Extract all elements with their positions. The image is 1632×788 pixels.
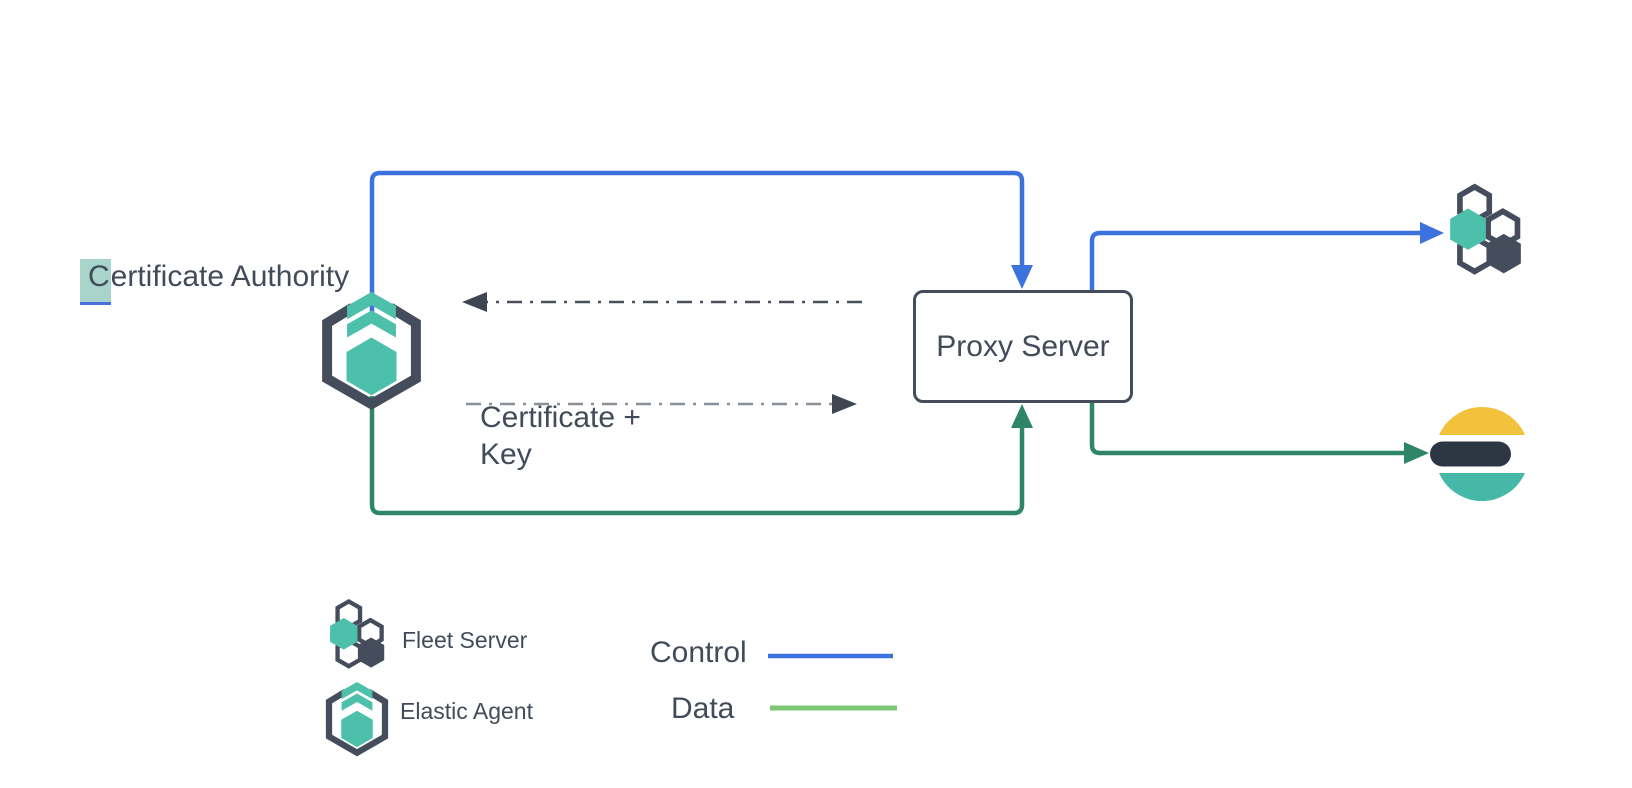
- arrowhead-right-icon: [1404, 442, 1429, 464]
- proxy-server-label: Proxy Server: [936, 329, 1110, 363]
- certificate-key-line1: Certificate +: [480, 401, 641, 434]
- hexagon-bracket-outline: [325, 689, 389, 757]
- certificate-authority-text: ertificate Authority: [110, 260, 350, 293]
- chevron-up-icon: [347, 292, 396, 320]
- certificate-key-line2: Key: [480, 438, 532, 471]
- chevron-up-icon: [341, 693, 373, 711]
- elastic-agent-icon[interactable]: [322, 292, 421, 410]
- arrowhead-down-icon: [1011, 265, 1033, 289]
- legend-fleet-server-label[interactable]: Fleet Server: [402, 627, 528, 653]
- es-top-segment: [1439, 406, 1525, 435]
- hexagon-core: [346, 337, 397, 396]
- hexagon-bracket-outline: [322, 303, 421, 410]
- control-edge-line: [1089, 230, 1421, 291]
- certificate-edge-proxy-to-agent[interactable]: [462, 292, 862, 312]
- legend-control-label[interactable]: Control: [650, 636, 747, 669]
- chevron-up-icon: [347, 310, 396, 338]
- legend-elastic-agent-label[interactable]: Elastic Agent: [400, 698, 533, 724]
- es-bottom-segment: [1439, 473, 1525, 502]
- arrowhead-left-icon: [462, 292, 487, 312]
- proxy-server-node[interactable]: Proxy Server: [913, 290, 1133, 403]
- hexagon-dark: [358, 637, 385, 668]
- control-edge-proxy-to-fleet[interactable]: [1089, 222, 1444, 291]
- data-edge-agent-to-proxy[interactable]: [369, 396, 1033, 516]
- legend-elastic-agent-icon[interactable]: [325, 682, 389, 757]
- arrowhead-right-icon: [1420, 222, 1444, 244]
- legend-data-label[interactable]: Data: [671, 692, 735, 725]
- data-edge-proxy-to-elasticsearch[interactable]: [1089, 402, 1429, 464]
- es-middle-bar: [1430, 441, 1511, 467]
- chevron-up-icon: [341, 682, 373, 700]
- data-edge-line: [1089, 402, 1405, 456]
- legend-fleet-server-icon[interactable]: [330, 598, 385, 669]
- hexagon-teal: [330, 618, 358, 650]
- arrowhead-up-icon: [1011, 404, 1033, 428]
- data-edge-line: [369, 396, 1025, 516]
- certificate-key-label[interactable]: Certificate + Key: [480, 399, 641, 473]
- fleet-server-icon[interactable]: [1450, 183, 1521, 275]
- arrowhead-right-icon: [832, 394, 857, 414]
- control-edge-line: [369, 170, 1025, 312]
- certificate-authority-label[interactable]: Certificate Authority: [80, 259, 350, 305]
- text-selection-highlight: C: [80, 259, 111, 305]
- hexagon-core: [341, 710, 373, 748]
- hexagon-dark: [1486, 233, 1521, 274]
- certificate-edge-agent-to-proxy[interactable]: [466, 394, 857, 414]
- control-edge-agent-to-proxy[interactable]: [369, 170, 1033, 312]
- hexagon-teal: [1450, 208, 1486, 250]
- elasticsearch-icon[interactable]: [1430, 406, 1525, 502]
